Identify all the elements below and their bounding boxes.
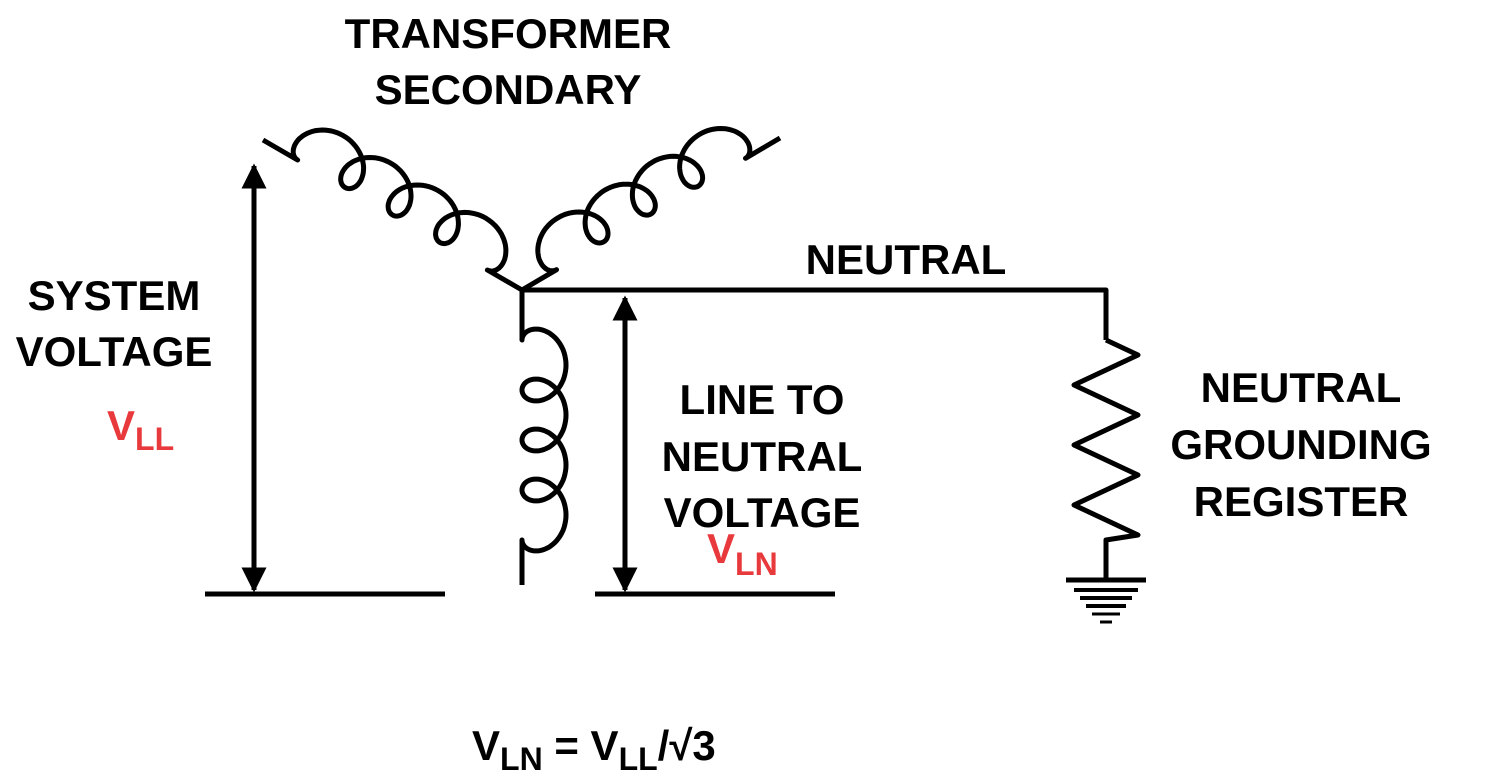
system-voltage-label-line1: SYSTEM [28, 272, 201, 319]
ngr-label-line2: GROUNDING [1170, 421, 1431, 468]
formula-rest: /√3 [658, 722, 716, 769]
vll-main: V [107, 402, 135, 449]
left-winding-coil-icon [261, 127, 524, 293]
neutral-label: NEUTRAL [806, 236, 1007, 283]
formula-eq: = V [543, 722, 619, 769]
neutral-wire [522, 287, 1109, 340]
earth-ground-icon [1066, 577, 1146, 624]
system-voltage-label-line2: VOLTAGE [16, 328, 213, 375]
ltn-label-line3: VOLTAGE [664, 489, 861, 536]
transformer-title-line2: SECONDARY [375, 66, 642, 113]
transformer-title-line1: TRANSFORMER [345, 10, 672, 57]
ngr-label-line1: NEUTRAL [1201, 364, 1402, 411]
vln-symbol: VLN [707, 525, 778, 582]
ltn-label-line1: LINE TO [680, 376, 845, 423]
right-winding-coil-icon [520, 126, 782, 293]
formula-v1: V [472, 722, 500, 769]
vll-symbol: VLL [107, 402, 174, 457]
ngr-label-line3: REGISTER [1194, 478, 1409, 525]
vertical-winding-coil-icon [519, 290, 569, 585]
vll-subscript: LL [135, 421, 174, 457]
formula-sub1: LN [500, 741, 543, 777]
voltage-formula: VLN = VLL/√3 [472, 722, 716, 777]
ltn-label-line2: NEUTRAL [662, 433, 863, 480]
formula-sub2: LL [619, 741, 658, 777]
vln-main: V [707, 525, 735, 572]
vln-subscript: LN [735, 546, 778, 582]
neutral-grounding-resistor-icon [1071, 337, 1141, 580]
